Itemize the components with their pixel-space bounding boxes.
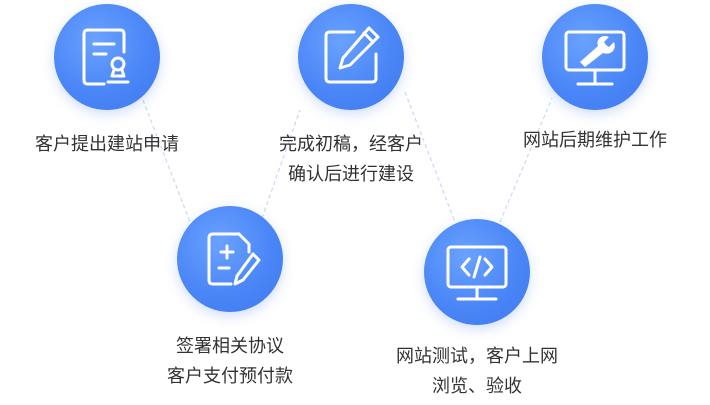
connector-sign-draft <box>261 109 301 219</box>
step-draft-label: 完成初稿，经客户 确认后进行建设 <box>279 134 423 185</box>
monitor-wrench-icon <box>564 30 626 86</box>
connector-test-maintain <box>499 97 553 223</box>
document-stamp-icon <box>82 28 130 86</box>
step-sign-circle <box>177 206 283 312</box>
step-apply-label: 客户提出建站申请 <box>35 134 179 155</box>
step-draft-circle <box>298 4 404 110</box>
step-maintain-circle <box>542 4 648 110</box>
step-test-circle <box>424 219 530 325</box>
step-test-label: 网站测试，客户上网 浏览、验收 <box>396 346 558 397</box>
document-plus-pen-icon <box>207 232 261 286</box>
connector-draft-test <box>404 91 456 223</box>
step-apply-circle <box>54 4 160 110</box>
edit-pencil-icon <box>324 26 380 84</box>
step-sign-label: 签署相关协议 客户支付预付款 <box>167 336 293 387</box>
connector-apply-sign <box>142 99 191 223</box>
step-maintain-label: 网站后期维护工作 <box>523 130 667 151</box>
monitor-code-icon <box>446 245 508 301</box>
